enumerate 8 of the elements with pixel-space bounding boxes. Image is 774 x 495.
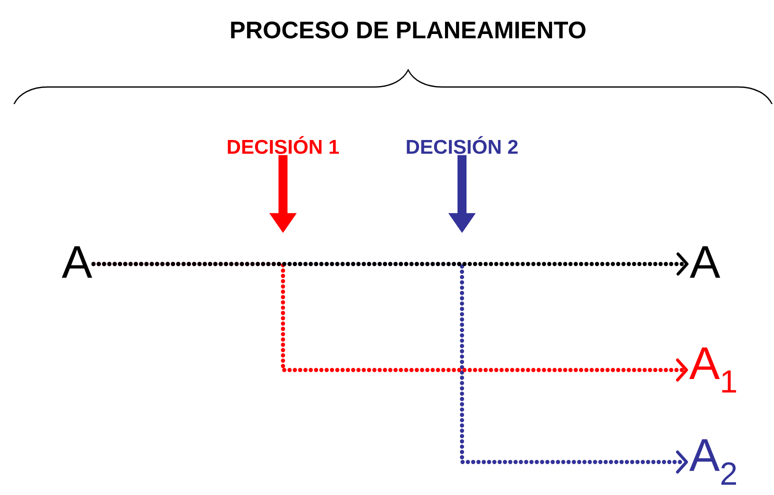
title: PROCESO DE PLANEAMIENTO <box>231 22 586 38</box>
decision-label: DECISIÓN 1 <box>228 136 339 154</box>
letter-label: A <box>690 246 720 278</box>
dotted-arrow <box>91 252 689 276</box>
decision-label: DECISIÓN 2 <box>406 136 518 154</box>
letter-label: A <box>62 246 92 278</box>
letter-label: A$_{2}$ <box>689 439 736 485</box>
letter-label: A$_{1}$ <box>689 347 736 393</box>
